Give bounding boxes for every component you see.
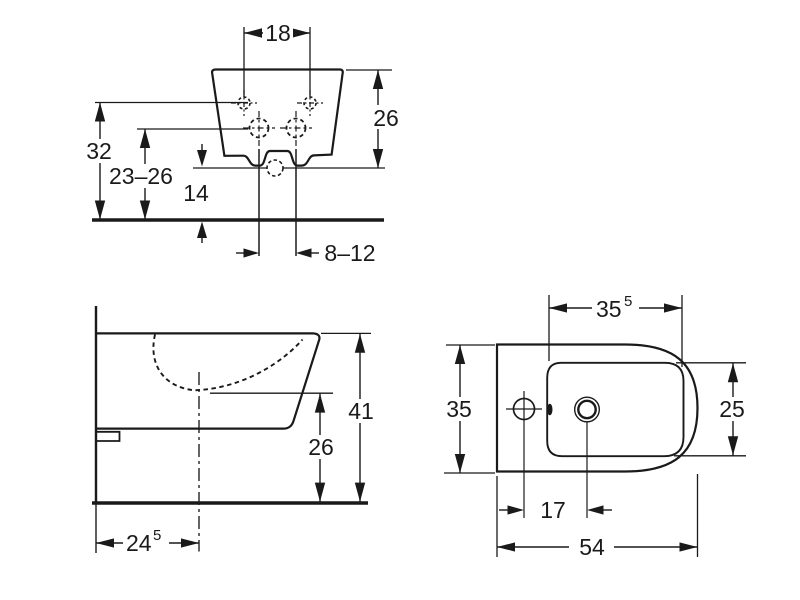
dim-label-hanger-spacing: 18	[265, 20, 291, 46]
basin-rim	[546, 361, 685, 458]
top-view: 35 5 35 25 17	[443, 293, 750, 560]
dim-label-rim-to-outlet: 26	[373, 105, 399, 131]
side-fixture-outline	[96, 332, 321, 430]
dim-label-overall-width: 35	[446, 396, 472, 422]
dim-label-tap-to-drain: 17	[540, 497, 566, 523]
basin-hidden-contour	[152, 334, 304, 392]
tap-hole	[506, 391, 542, 518]
dim-label-basin-width: 25	[719, 396, 745, 422]
dim-label-basin-length-base: 35	[596, 296, 622, 322]
dim-label-depth-sup: 5	[153, 527, 161, 544]
dim-supply-spacing: 8–12	[236, 240, 376, 266]
dim-depth-to-center: 24 5	[96, 527, 199, 556]
dim-hanger-height: 32	[84, 101, 248, 220]
dim-label-outlet-height: 14	[183, 180, 209, 206]
dim-label-fixing-height: 23–26	[109, 163, 173, 189]
dim-tap-to-drain: 17	[499, 497, 612, 523]
dim-overall-length: 54	[496, 474, 699, 560]
front-fixture-outline	[210, 68, 344, 167]
dim-basin-length: 35 5	[548, 293, 683, 367]
mounting-notch	[96, 430, 121, 442]
dim-outlet-height: 14	[183, 144, 209, 243]
dim-rim-to-outlet: 26	[346, 69, 403, 168]
dim-label-supply-spacing: 8–12	[324, 240, 375, 266]
dim-hanger-spacing: 18	[243, 20, 311, 97]
side-view: 26 41 24 5	[92, 306, 378, 556]
dim-label-depth-base: 24	[126, 530, 152, 556]
fixing-hole-left	[243, 111, 275, 149]
dim-fixing-height: 23–26	[109, 128, 248, 220]
dim-overall-height: 41	[321, 332, 378, 502]
inlet-nozzle-mark	[547, 403, 553, 416]
dim-label-hanger-height: 32	[86, 138, 112, 164]
dim-basin-width: 25	[674, 362, 750, 457]
dim-rim-height: 26	[210, 392, 338, 502]
dim-label-overall-length: 54	[579, 534, 605, 560]
drain-hole	[574, 396, 601, 518]
front-view: 18 26 32 23–26	[84, 20, 403, 266]
dim-overall-width: 35	[443, 344, 495, 474]
outlet-hole	[266, 159, 284, 177]
dim-label-overall-height: 41	[348, 398, 374, 424]
fixing-hole-right	[280, 111, 312, 149]
top-fixture-outline	[495, 343, 699, 473]
dim-label-basin-length-sup: 5	[624, 293, 632, 310]
dim-label-rim-height: 26	[308, 434, 334, 460]
